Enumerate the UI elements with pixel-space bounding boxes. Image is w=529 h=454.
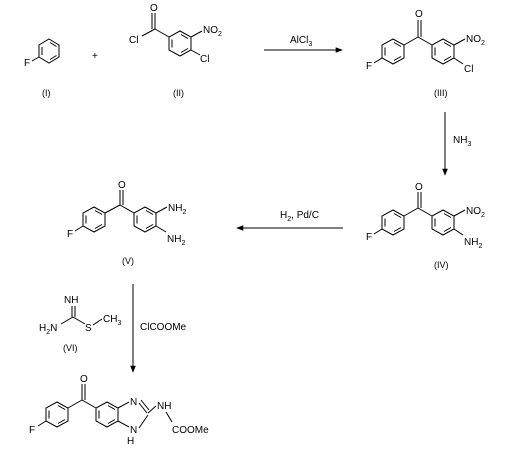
imine-group: NH	[64, 295, 78, 306]
oxygen-atom: O	[150, 3, 158, 14]
compound-VI-label: (VI)	[63, 343, 78, 353]
imidazole-nh-nitrogen: N	[130, 425, 137, 436]
compound-IV-label: (IV)	[434, 260, 449, 270]
compound-III-label: (III)	[434, 88, 448, 98]
compound-IV: F O NO2 NH2 (IV)	[366, 182, 485, 270]
fluorine-atom: F	[29, 425, 35, 436]
compound-II: O Cl NO2 Cl (II)	[129, 3, 222, 98]
step1-arrow: AlCl3	[264, 35, 343, 53]
chlorine-atom: Cl	[464, 64, 473, 75]
nitro-group: NO2	[203, 25, 222, 38]
amino-group: NH2	[167, 234, 185, 247]
step3-reagent: H2, Pd/C	[280, 210, 319, 223]
step2-arrow: NH3	[442, 112, 471, 176]
nitro-group: NO2	[466, 34, 485, 47]
methyl-group: CH3	[103, 314, 121, 327]
compound-V: F O NH2 NH2 (V)	[67, 180, 186, 266]
ring-chlorine-atom: Cl	[200, 54, 209, 65]
step4-arrow: ClCOOMe	[130, 284, 187, 373]
fluorine-atom: F	[366, 232, 372, 243]
sulfur-atom: S	[85, 323, 92, 334]
step2-reagent: NH3	[453, 135, 471, 148]
step1-reagent: AlCl3	[290, 35, 312, 48]
fluorine-atom: F	[67, 229, 73, 240]
compound-I: F (I)	[24, 38, 60, 98]
acyl-chlorine-atom: Cl	[129, 35, 138, 46]
compound-VI: NH H2N S CH3 (VI)	[39, 295, 121, 353]
compound-II-label: (II)	[173, 88, 184, 98]
imidazole-nitrogen: N	[130, 397, 137, 408]
compound-I-label: (I)	[42, 88, 51, 98]
carbonyl-oxygen: O	[80, 374, 88, 385]
product-compound: F O N N H NH COOMe	[29, 374, 209, 447]
fluorine-atom: F	[366, 61, 372, 72]
step3-arrow: H2, Pd/C	[236, 210, 343, 231]
carbonyl-oxygen: O	[118, 180, 126, 191]
step4-reagent: ClCOOMe	[140, 322, 187, 333]
carbamate-group: COOMe	[172, 425, 209, 436]
plus-sign: +	[92, 51, 98, 62]
amino-group: H2N	[39, 323, 57, 336]
compound-V-label: (V)	[122, 256, 134, 266]
carbonyl-oxygen: O	[415, 9, 423, 20]
compound-III: F O NO2 Cl (III)	[366, 9, 485, 98]
amino-group: NH2	[464, 237, 482, 250]
imidazole-nh-hydrogen: H	[127, 436, 134, 447]
carbamate-nh-group: NH	[157, 401, 171, 412]
amino-group: NH2	[168, 203, 186, 216]
nitro-group: NO2	[466, 206, 485, 219]
fluorine-atom: F	[24, 58, 30, 69]
carbonyl-oxygen: O	[415, 182, 423, 193]
